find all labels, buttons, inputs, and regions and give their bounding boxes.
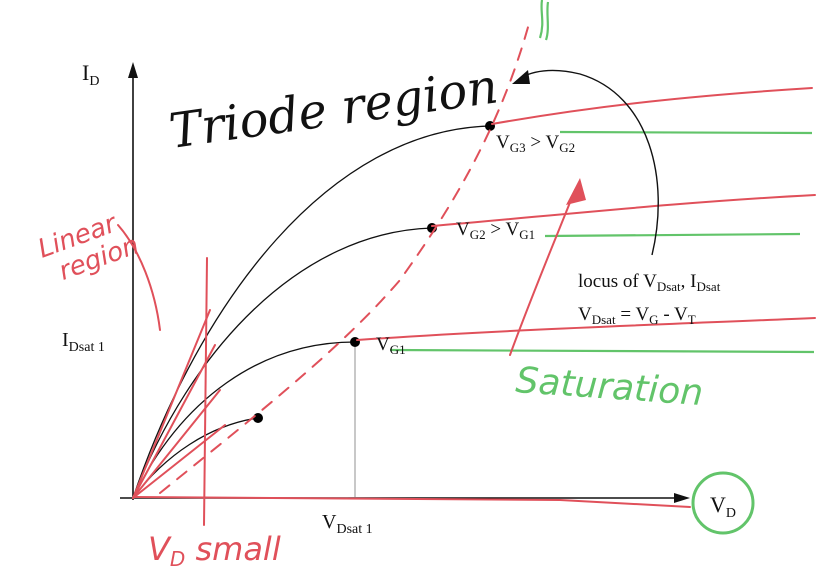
green-saturation-lines <box>389 0 815 354</box>
saturation-text: Saturation <box>514 360 704 414</box>
red-x-axis-overlay <box>134 496 691 508</box>
curve-vg3 <box>132 125 491 499</box>
output-curves <box>132 125 491 499</box>
locus-arrow-curve <box>519 69 659 256</box>
vg3-label: VG3 > VG2 <box>496 132 575 155</box>
locus-line-1: locus of VDsat, IDsat <box>578 271 721 294</box>
red-steep-line-2 <box>132 344 216 499</box>
red-curve-vg1 <box>356 317 816 341</box>
green-line-vg1 <box>389 348 815 354</box>
red-steep-line-1 <box>132 309 211 499</box>
curve-vg2 <box>132 227 433 499</box>
locus-arrow <box>512 69 659 256</box>
point-vg1 <box>350 337 360 347</box>
curve-small <box>132 417 259 499</box>
green-top-scribble <box>538 0 550 41</box>
linear-region-text: Linear region <box>34 204 143 291</box>
curve-vg1 <box>132 341 356 499</box>
saturation-points <box>253 121 495 423</box>
y-axis-arrowhead <box>128 62 138 78</box>
locus-arrowhead <box>512 70 530 84</box>
red-steep-line-3 <box>132 389 221 499</box>
triode-region-text: Triode region <box>166 58 501 159</box>
green-line-vg3 <box>559 130 813 135</box>
red-curve-vg2 <box>431 194 816 227</box>
vg2-label: VG2 > VG1 <box>456 219 535 242</box>
locus-line-2: VDsat = VG - VT <box>578 304 696 327</box>
x-axis-arrowhead <box>674 493 690 503</box>
red-steep-line-4 <box>132 424 226 499</box>
red-arrowhead <box>566 178 586 205</box>
red-saturation-arrow <box>509 189 576 356</box>
vdsat1-label: VDsat 1 <box>322 511 373 537</box>
vg1-label: VG1 <box>376 334 406 357</box>
vd-small-text: VD small <box>148 530 281 571</box>
x-axis-label: VD <box>710 492 736 521</box>
vd-green-circle <box>691 471 755 535</box>
red-vd-small-line <box>203 257 208 526</box>
y-axis-label: ID <box>82 60 99 89</box>
red-annotations <box>117 19 816 526</box>
red-locus-dashed <box>159 19 531 494</box>
point-small <box>253 413 263 423</box>
red-linear-bracket <box>117 224 161 331</box>
green-line-vg2 <box>544 232 801 238</box>
idsat1-label: IDsat 1 <box>62 329 105 355</box>
red-curve-vg3 <box>491 87 813 125</box>
